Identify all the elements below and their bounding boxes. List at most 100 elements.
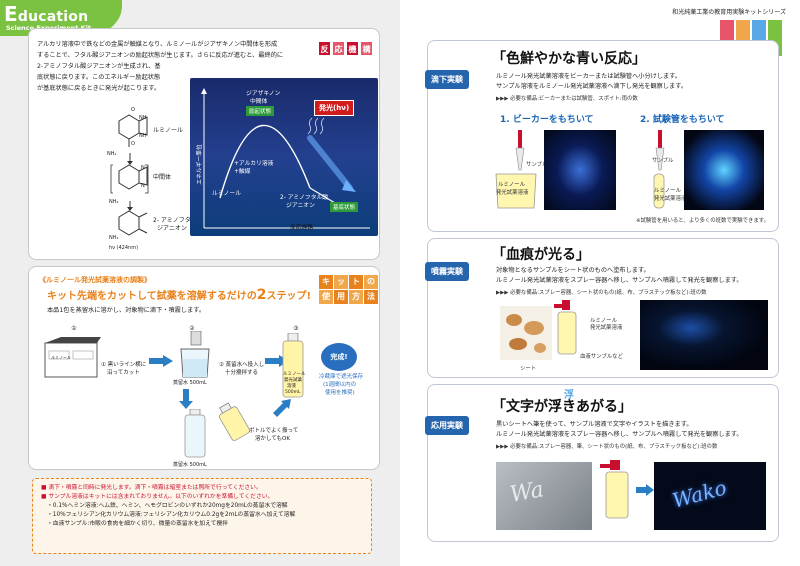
alkali-label-2: +触媒 [234, 169, 251, 175]
step-1-text-2: 沿ってカット [107, 370, 140, 376]
note-2: ■ サンプル溶液はキットには含まれておりません。以下のいずれかを準備してください… [41, 494, 274, 500]
excited-state-badge: 励起状態 [246, 106, 275, 116]
intermediate-nh2: NH₂ [109, 199, 119, 205]
series-title: 和光純薬工業の教育用実験キットシリーズ [672, 9, 786, 16]
luminol-structure [118, 114, 148, 147]
mechanism-paragraph: アルカリ溶液中で鉄などの金属が触媒となり、ルミノールがジアザキノン中間体を形成 … [37, 41, 284, 92]
written-sheet-photo: Wa [496, 462, 592, 530]
luminol-nh-top: NH [139, 115, 147, 121]
step-1-text-1: ① 黒いライン横に [101, 362, 147, 368]
written-word: Wa [508, 477, 546, 508]
blood-stains [506, 314, 546, 353]
reaction-arrows [127, 153, 133, 211]
luminol-nh-bottom: NH [139, 133, 147, 139]
stained-sheet-photo [500, 306, 552, 360]
luminol-o-top: O [131, 107, 135, 113]
tube-title: 2. 試験管をもちいて [640, 115, 725, 125]
drip-text-1: ルミノール発光試薬溶液をビーカーまたは試験管へ小分けします。 [496, 73, 682, 80]
kit-package-image [44, 337, 101, 378]
aminophthalate-nh2: NH₂ [109, 235, 119, 241]
energy-yaxis-label: エネルギー準位 [196, 144, 203, 185]
intermediate-n-top: N [141, 165, 145, 171]
intermediate-structure [110, 164, 149, 194]
aminophthalate-structure [118, 210, 148, 236]
luminol-label: ルミノール [153, 127, 184, 134]
beaker-glow-photo [544, 130, 616, 210]
intermediate-label: 中間体 [153, 174, 172, 181]
spray-reagent-2: 発光試薬溶液 [590, 325, 623, 331]
blood-sample-label: 血液サンプルなど [580, 354, 623, 360]
drip-badge: 滴下実験 [425, 70, 469, 89]
alt-bottle-image [184, 409, 206, 458]
intermediate-n-bottom: N [141, 183, 145, 189]
aminophthalate-label-2: ジアニオン [157, 225, 187, 232]
glowing-word-photo: Wako [654, 462, 766, 530]
kit-usage-tag: キ ッ ト の 使 用 方 法 [319, 275, 379, 315]
bottle-label-3: 溶液 [287, 384, 296, 389]
note-4: ・10%フェリシアン化カリウム溶液:フェリシアン化カリウム0.2gを2mLの蒸留… [47, 512, 296, 518]
alt-arrow-down [179, 389, 193, 409]
spray-need: ▶▶▶ 必要な備品:スプレー容器、シート状のもの(紙、布、プラスチック板など):… [496, 290, 707, 296]
drip-sample-b: サンプル [652, 158, 674, 164]
water-500-a: 蒸留水 500mL [173, 380, 207, 386]
drip-reagent-a1: ルミノール [498, 182, 525, 188]
aminophthalate-label-1: 2- アミノフタル酸 [153, 217, 203, 224]
drip-text-2: サンプル溶液をルミノール発光試薬溶液へ滴下し発光を観察します。 [496, 83, 688, 90]
dropper-tube-image [653, 130, 665, 209]
alkali-label-1: +アルカリ溶液 [234, 161, 274, 167]
spray-text-2: ルミノール発光試薬溶液をスプレー容器へ移し、サンプルへ噴霧して発光を観察します。 [496, 277, 743, 284]
package-label: ルミノール [51, 355, 71, 360]
bottle-label-1: ルミノール [283, 372, 306, 377]
apply-text-1: 黒いシートへ筆を使って、サンプル溶液で文字やイラストを描きます。 [496, 421, 693, 428]
drip-need: ▶▶▶ 必要な備品:ビーカーまたは試験管、スポイト:雨の数 [496, 96, 638, 102]
kit-intro: 本品1包を蒸留水に溶かし、対象物に滴下・噴霧します。 [47, 307, 206, 314]
kit-heading: 《ルミノール発光試薬溶液の調製》 [39, 276, 151, 284]
drip-reagent-a2: 発光試薬溶液 [496, 190, 529, 196]
drip-reagent-b1: ルミノール [654, 188, 681, 194]
spray-text-1: 対象物となるサンプルをシート状のものへ塗布します。 [496, 267, 650, 274]
storage-text-1: 冷蔵庫で遮光保存 [319, 374, 364, 380]
left-page: Education Science Experiment Kit 反 応 機 構… [0, 0, 400, 566]
amino-label-2: ジアニオン [286, 203, 315, 209]
apply-float-char: 浮 [564, 390, 574, 401]
apply-title: 「文字が浮きあがる」 [492, 399, 632, 415]
notes-box: ■ 滴下・噴霧と同時に発光します。滴下・噴霧は暗室または照所で行ってください。 … [32, 478, 372, 554]
drip-sample-a: サンプル [526, 162, 548, 168]
luminol-nh2: NH₂ [107, 151, 117, 157]
ground-state-badge: 基底状態 [330, 202, 359, 212]
note-3: ・0.1%ヘミン溶液:ヘム鉄、ヘミン、ヘモグロビンのいずれか20mgを20mLの… [47, 503, 288, 509]
glowing-word: Wako [669, 475, 730, 513]
drip-footnote: ※試験管を用いると、より多くの班数で実験できます。 [636, 218, 770, 224]
water-500-b: 蒸留水 500mL [173, 462, 207, 468]
energy-xaxis-label: 反応経路 [290, 225, 314, 231]
dropper-beaker-image [495, 130, 537, 209]
spray-glow-photo [640, 300, 768, 370]
note-5: ・血液サンプル:市販の食肉を細かく切り、微量の蒸留水を加えて攪拌 [47, 521, 228, 527]
apply-text-2: ルミノール発光試薬溶液をスプレー容器へ移し、サンプルへ噴霧して発光を観察します。 [496, 431, 743, 438]
spray-reagent-1: ルミノール [590, 318, 617, 324]
kit-big-title: キット先端をカットして試薬を溶解するだけの2ステップ! [47, 287, 312, 303]
luminol-o-bottom: O [131, 141, 135, 147]
step-3-number: ③ [291, 325, 301, 335]
storage-text-3: 使用を推奨) [325, 390, 355, 396]
spray-title: 「血痕が光る」 [492, 247, 590, 263]
kit-panel: 《ルミノール発光試薬溶液の調製》 キット先端をカットして試薬を溶解するだけの2ス… [28, 266, 380, 470]
light-emission-badge: 発光(hν) [314, 100, 355, 116]
mechanism-tag: 反 応 機 構 [318, 41, 373, 56]
diazaquinone-label-1: ジアザキノン [246, 91, 281, 97]
alt-shaking-bottle-image [219, 402, 250, 441]
beaker-title: 1. ビーカーをもちいて [500, 115, 594, 125]
energy-diagram: エネルギー準位 反応経路 ジアザキノン 中間体 励起状態 発光(hν) +アルカ… [190, 78, 378, 236]
alt-text-1: ボトルでよく振って [249, 428, 299, 434]
education-title: Education [4, 2, 89, 26]
complete-badge: 完成! [321, 343, 357, 371]
reagent-bottle-image [282, 333, 304, 398]
spray-badge: 噴霧実験 [425, 262, 469, 281]
tube-glow-photo [684, 130, 764, 210]
step-1-number: ① [69, 325, 79, 335]
drip-title: 「色鮮やかな青い反応」 [492, 51, 646, 67]
beaker-image [180, 331, 210, 378]
apply-need: ▶▶▶ 必要な備品:スプレー容器、筆、シート状のもの(紙、布、プラスチック板など… [496, 444, 718, 450]
drip-reagent-b2: 発光試薬溶液 [654, 196, 687, 202]
amino-label-1: 2- アミノフタル酸 [280, 195, 329, 201]
